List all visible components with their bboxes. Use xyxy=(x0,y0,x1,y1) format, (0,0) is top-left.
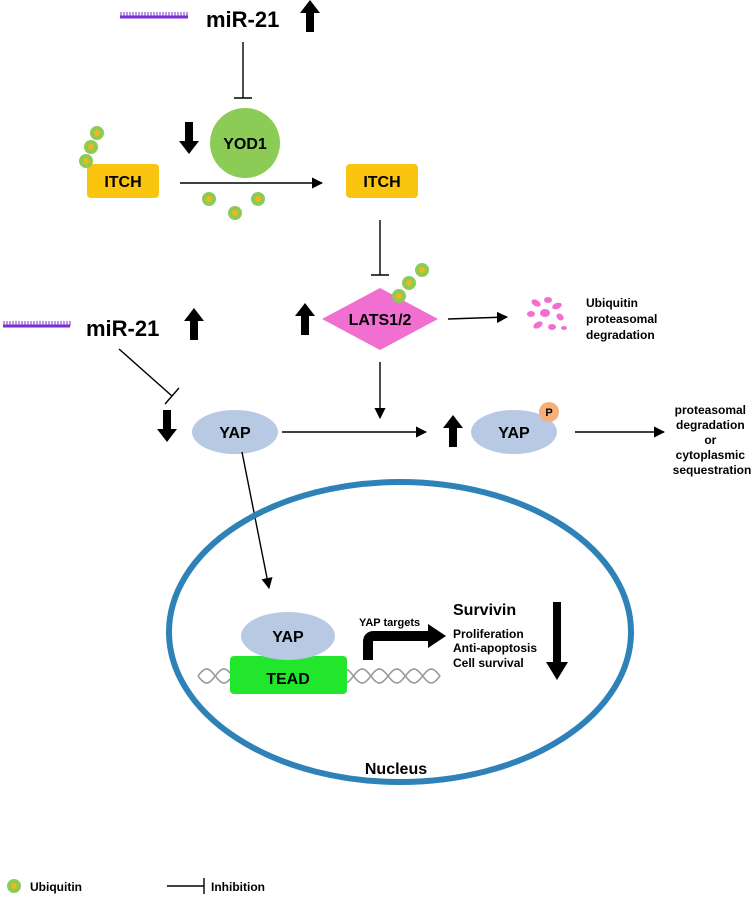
yap-nucleus-ellipse xyxy=(241,612,335,660)
up-arrow-mir21-top xyxy=(300,0,320,32)
nucleus-label: Nucleus xyxy=(365,761,427,778)
up-arrow-mir21-mid xyxy=(184,308,204,340)
lats-label: LATS1/2 xyxy=(349,312,412,329)
yod1-circle xyxy=(210,108,280,178)
legend-ubiquitin-label: Ubiquitin xyxy=(30,880,82,894)
down-arrow-targets xyxy=(546,602,568,680)
ubiquitin-degradation-text: Ubiquitin proteasomal degradation xyxy=(586,296,661,342)
up-arrow-lats xyxy=(295,303,315,335)
legend-inhibition-icon xyxy=(167,878,205,894)
effects-text: Proliferation Anti-apoptosis Cell surviv… xyxy=(453,627,540,670)
phospho-label: P xyxy=(545,407,552,419)
mirna-strand-mid xyxy=(3,321,71,328)
yap-targets-label: YAP targets xyxy=(359,617,420,629)
inhibition-line-mir21-yap xyxy=(118,348,173,397)
itch-right-label: ITCH xyxy=(363,174,400,191)
up-arrow-yap-p xyxy=(443,415,463,447)
yap-fate-text: proteasomal degradation or cytoplasmic s… xyxy=(673,403,751,477)
mir21-mid-label: miR-21 xyxy=(86,316,159,341)
inhibition-bar-mir21-yap xyxy=(164,387,180,405)
itch-right-box xyxy=(346,164,418,198)
mirna-strand-top xyxy=(120,12,188,19)
lats-diamond xyxy=(322,288,438,350)
yap-left-ellipse xyxy=(192,410,278,454)
itch-left-label: ITCH xyxy=(104,174,141,191)
survivin-label: Survivin xyxy=(453,602,516,619)
legend-ubiquitin-icon xyxy=(7,879,21,893)
free-ubiquitin-group xyxy=(202,192,265,220)
ubiquitin-chain-lats xyxy=(392,263,429,303)
yap-nucleus-label: YAP xyxy=(272,629,304,646)
degraded-fragments-icon xyxy=(527,297,567,330)
legend-inhibition-label: Inhibition xyxy=(211,880,265,894)
yod1-label: YOD1 xyxy=(223,136,267,153)
transcription-arrow-head xyxy=(428,624,446,648)
nucleus-membrane xyxy=(166,479,634,785)
down-arrow-yod1 xyxy=(179,122,199,154)
mir21-top-label: miR-21 xyxy=(206,7,279,32)
ubiquitin-chain-itch xyxy=(79,126,104,168)
arrow-yap-to-nucleus xyxy=(241,451,273,590)
yap-p-ellipse xyxy=(471,410,557,454)
down-arrow-yap xyxy=(157,410,177,442)
arrow-lats-degradation xyxy=(447,311,509,323)
yap-p-label: YAP xyxy=(498,425,530,442)
phospho-circle xyxy=(539,402,559,422)
tead-box xyxy=(230,656,347,694)
yap-left-label: YAP xyxy=(219,425,251,442)
transcription-arrow-shaft xyxy=(363,631,428,660)
tead-label: TEAD xyxy=(266,671,310,688)
itch-left-box xyxy=(87,164,159,198)
